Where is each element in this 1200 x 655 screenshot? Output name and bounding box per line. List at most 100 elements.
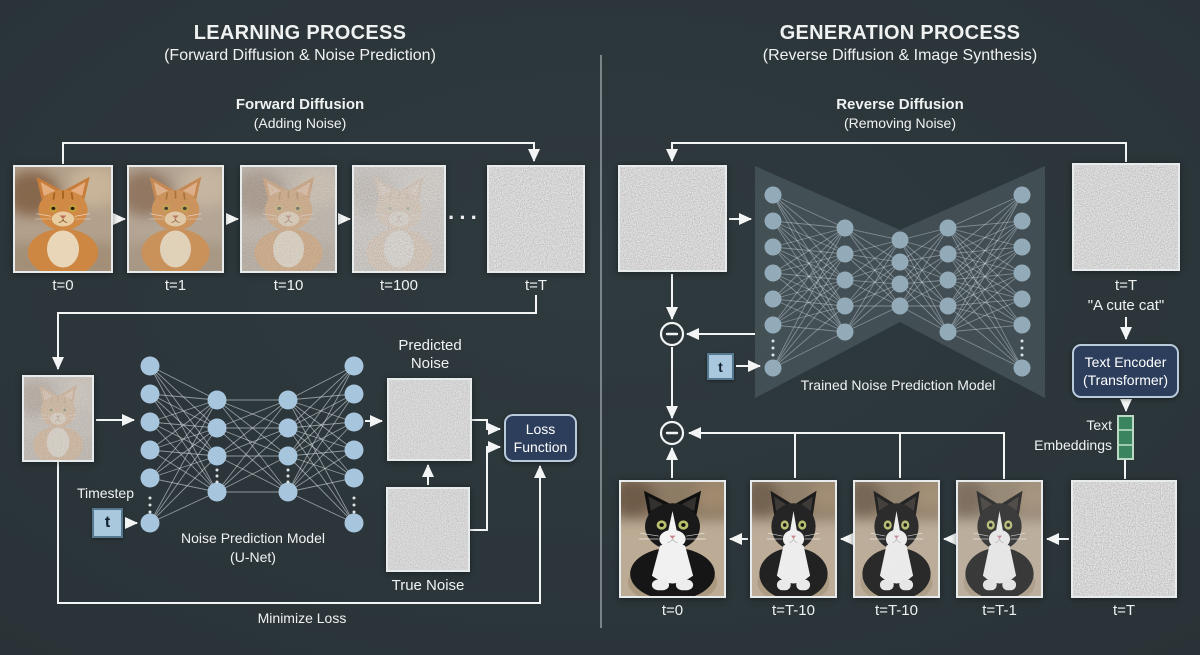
network-node xyxy=(140,468,160,488)
predicted-to-loss-connector xyxy=(472,419,501,435)
network-node xyxy=(764,238,782,256)
generation-timeline-label-3: t=T-1 xyxy=(982,602,1017,619)
trained-model-label: Trained Noise Prediction Model xyxy=(800,377,996,393)
tT-label: t=T xyxy=(1114,277,1138,294)
network-node xyxy=(207,482,227,502)
network-node xyxy=(140,412,160,432)
network-node xyxy=(278,390,298,410)
chain-to-subtract2-connector xyxy=(688,427,1005,479)
generation-timeline-image-2 xyxy=(853,480,940,598)
timestep-label: Timestep xyxy=(76,485,134,501)
network-node xyxy=(891,253,909,271)
timestep-value: t xyxy=(104,514,111,531)
embedding-cell xyxy=(1119,431,1132,446)
forward-timeline-label-0: t=0 xyxy=(52,277,74,294)
network-node xyxy=(207,390,227,410)
generation-timeline-label-1: t=T-10 xyxy=(772,602,815,619)
network-node xyxy=(278,482,298,502)
network-node xyxy=(140,513,160,533)
network-node xyxy=(764,186,782,204)
network-node xyxy=(836,219,854,237)
timestep-box-generation: t xyxy=(707,353,734,380)
noisy-training-input xyxy=(22,375,94,462)
forward-timeline-label-3: t=100 xyxy=(380,277,418,294)
unet-label: Noise Prediction Model xyxy=(181,530,325,546)
network-node xyxy=(836,245,854,263)
network-node xyxy=(939,245,957,263)
text-embeddings-label-2: Embeddings xyxy=(1034,437,1112,453)
network-node xyxy=(836,271,854,289)
network-node xyxy=(836,323,854,341)
generation-timeline-image-4 xyxy=(1071,480,1177,598)
network-node xyxy=(764,290,782,308)
text-encoder-sublabel: (Transformer) xyxy=(1082,372,1169,388)
network-node xyxy=(1013,186,1031,204)
timestep-box: t xyxy=(92,508,123,538)
network-node xyxy=(764,212,782,230)
network-node xyxy=(1013,212,1031,230)
network-node xyxy=(891,297,909,315)
network-node xyxy=(207,418,227,438)
network-node xyxy=(344,468,364,488)
predicted-noise-label: Predicted Noise xyxy=(398,337,462,372)
loss-function-box: Loss Function xyxy=(504,414,577,462)
forward-diffusion-heading: Forward Diffusion xyxy=(235,96,365,113)
trained-network xyxy=(764,186,1031,377)
training-sample-connector xyxy=(52,295,537,370)
forward-timeline-image-0 xyxy=(13,165,113,273)
network-node xyxy=(1013,238,1031,256)
network-node xyxy=(344,440,364,460)
network-node xyxy=(344,412,364,432)
minimize-loss-label: Minimize Loss xyxy=(257,610,347,626)
network-node xyxy=(891,275,909,293)
minimize-loss-feedback xyxy=(57,462,546,604)
network-node xyxy=(207,446,227,466)
generation-timeline-image-0 xyxy=(619,480,726,598)
network-node xyxy=(939,323,957,341)
true-to-loss-connector xyxy=(470,441,501,531)
subtract-node-2 xyxy=(659,420,685,446)
predicted-noise-square xyxy=(387,378,472,461)
forward-timeline-image-4 xyxy=(487,165,585,273)
generation-timeline-image-1 xyxy=(750,480,837,598)
forward-timeline-label-2: t=10 xyxy=(273,277,304,294)
network-node xyxy=(1013,316,1031,334)
network-node xyxy=(1013,359,1031,377)
forward-timeline-image-2 xyxy=(240,165,337,273)
network-node xyxy=(278,446,298,466)
generation-title: GENERATION PROCESS xyxy=(779,22,1021,44)
forward-timeline-image-1 xyxy=(127,165,224,273)
panel-divider xyxy=(600,55,602,628)
network-node xyxy=(939,297,957,315)
network-node xyxy=(764,264,782,282)
network-node xyxy=(140,384,160,404)
generation-timeline-image-3 xyxy=(956,480,1043,598)
network-node xyxy=(939,219,957,237)
learning-subtitle: (Forward Diffusion & Noise Prediction) xyxy=(164,47,436,64)
generation-timeline-label-2: t=T-10 xyxy=(875,602,918,619)
forward-timeline-label-1: t=1 xyxy=(164,277,187,294)
subtract-node-1 xyxy=(659,321,685,347)
network-node xyxy=(344,384,364,404)
embedding-cell xyxy=(1119,417,1132,432)
true-noise-square xyxy=(386,487,470,572)
conditioning-noise xyxy=(1072,163,1180,271)
reverse-diffusion-subheading: (Removing Noise) xyxy=(843,115,957,131)
network-node xyxy=(344,356,364,376)
network-node xyxy=(1013,290,1031,308)
noise-copy-connector xyxy=(666,142,1127,162)
generation-timeline-label-0: t=0 xyxy=(661,602,684,619)
network-node xyxy=(278,418,298,438)
network-node xyxy=(939,271,957,289)
network-node xyxy=(140,440,160,460)
network-node xyxy=(344,513,364,533)
network-node xyxy=(764,316,782,334)
reverse-diffusion-heading: Reverse Diffusion xyxy=(836,96,964,113)
forward-diffusion-subheading: (Adding Noise) xyxy=(253,115,347,131)
generation-input-noise xyxy=(618,165,727,272)
text-embeddings-block xyxy=(1117,415,1134,460)
learning-title: LEARNING PROCESS xyxy=(193,22,407,44)
forward-timeline-label-4: t=T xyxy=(524,277,548,294)
